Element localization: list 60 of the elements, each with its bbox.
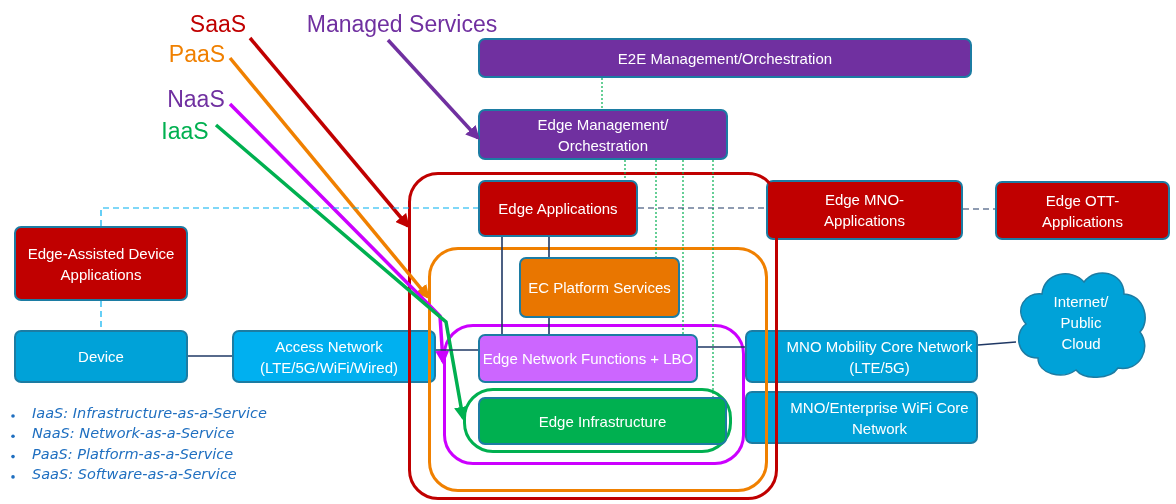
process-box [14,330,188,383]
process-box [478,397,727,445]
node-label: Edge Management/ Orchestration [536,114,670,156]
process-box [745,330,978,383]
service-label: IaaS [154,115,216,147]
connector-line [435,349,479,351]
process-box [766,180,963,240]
list-item: SaaS: Software-as-a-Service [32,465,237,482]
dashed-connector [712,159,714,398]
node-label: Edge MNO-Applications [823,190,906,231]
arrow [386,38,480,141]
node-label: Device [78,347,124,367]
process-box [14,226,188,301]
node-label: Edge Infrastructure [538,411,667,432]
list-item: IaaS: Infrastructure-as-a-Service [32,405,267,421]
node-label: E2E Management/Orchestration [617,48,833,69]
node-label: Edge OTT-Applications [1041,190,1124,232]
dashed-connector [637,207,767,209]
service-label: Managed Services [292,8,512,40]
process-box [478,334,698,383]
arrow [214,123,468,421]
process-box [519,257,680,318]
connector-line [187,355,233,357]
service-label: SaaS [186,8,250,40]
process-box [232,330,436,383]
service-label: PaaS [164,38,230,70]
scope-frame [428,247,768,492]
dashed-connector [100,207,479,227]
connector-line [548,236,550,258]
process-box [478,180,638,237]
node-label: MNO Mobility Core Network (LTE/5G) [785,336,974,378]
node-label: EC Platform Services [528,278,671,298]
node-label: Access Network (LTE/5G/WiFi/Wired) [258,336,400,378]
process-box [995,181,1170,240]
scope-frame [408,172,778,500]
process-box [745,391,978,444]
arrow [228,102,450,365]
connector-line [548,317,550,335]
scope-frame [463,388,732,453]
dashed-connector [601,77,603,110]
service-label: NaaS [162,83,230,115]
node-label: Edge-Assisted Device Applications [26,243,176,285]
dashed-connector [655,159,657,258]
node-label: MNO/Enterprise WiFi Core Network [789,397,970,439]
node-label: Edge Network Functions + LBO [482,349,694,369]
dashed-connector [682,159,684,335]
dashed-connector [962,208,996,210]
node-label: Internet/ Public Cloud [1052,291,1110,354]
list-item: NaaS: Network-as-a-Service [32,425,235,442]
connector-line [697,346,746,348]
connector-line [501,236,503,335]
list-item: PaaS: Platform-as-a-Service [32,445,234,462]
arrow [248,36,410,229]
node-label: Edge Applications [498,199,618,219]
dashed-connector [624,159,626,181]
process-box [478,38,972,78]
arrow [228,56,430,300]
scope-frame [443,324,745,465]
connector-line [977,341,1017,346]
process-box [478,109,728,160]
